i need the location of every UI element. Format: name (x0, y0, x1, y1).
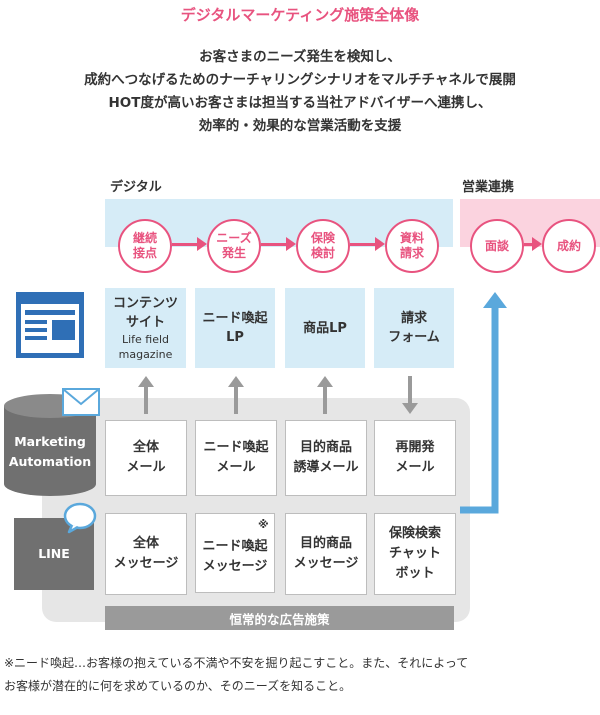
sales-section-label: 営業連携 (462, 180, 515, 195)
step-circle-insurance-consider: 保険 検討 (296, 219, 350, 273)
ma-label: Marketing Automation (8, 434, 92, 469)
arrow-up-icon (138, 376, 154, 387)
step-circle-meeting: 面談 (470, 219, 524, 273)
digital-section-label: デジタル (110, 180, 162, 195)
arrow-head-icon (197, 237, 207, 251)
step-arrow (350, 243, 377, 246)
intro-line: 成約へつなげるためのナーチャリングシナリオをマルチチャネルで展開 (84, 72, 516, 88)
arrow-shaft (234, 386, 238, 414)
footnote-line: ※ニード喚起…お客様の抱えている不満や不安を掘り起こすこと。また、それによって (4, 656, 469, 670)
diagram-title: デジタルマーケティング施策全体像 (180, 6, 420, 24)
lp-box-label: 請求 フォーム (388, 311, 440, 345)
step-arrow (524, 243, 535, 246)
note-mark: ※ (258, 518, 269, 531)
product-mail-box: 目的商品 誘導メール (285, 420, 367, 496)
intro-line: お客さまのニーズ発生を検知し、 (199, 49, 401, 65)
step-arrow (172, 243, 199, 246)
needs-message-box: ニード喚起 メッセージ (195, 513, 275, 593)
sales-handoff-arrow (460, 290, 520, 518)
step-circle-contract: 成約 (542, 219, 596, 273)
content-site-box: コンテンツ サイト Life field magazine (105, 288, 186, 368)
intro-line: 効率的・効果的な営業活動を支援 (198, 118, 402, 134)
marketing-automation-cylinder: Marketing Automation (0, 392, 100, 500)
lp-box-label: ニード喚起 LP (202, 311, 268, 345)
line-channel-box: LINE (14, 518, 94, 590)
lp-box-label: 商品LP (303, 320, 347, 336)
step-circle-document-request: 資料 請求 (385, 219, 439, 273)
arrow-shaft (408, 376, 412, 404)
product-message-box: 目的商品 メッセージ (285, 513, 367, 595)
lp-box-label: コンテンツ サイト (112, 296, 178, 330)
intro-text: お客さまのニーズ発生を検知し、 成約へつなげるためのナーチャリングシナリオをマル… (40, 46, 560, 138)
arrow-up-icon (317, 376, 333, 387)
step-circle-needs-emerge: ニーズ 発生 (207, 219, 261, 273)
redevelop-mail-box: 再開発 メール (374, 420, 456, 496)
footnote: ※ニード喚起…お客様の抱えている不満や不安を掘り起こすこと。また、それによって … (4, 652, 596, 698)
web-page-icon (10, 288, 90, 368)
footnote-line: お客様が潜在的に何を求めているのか、そのニーズを知ること。 (4, 679, 352, 693)
ads-bar: 恒常的な広告施策 (105, 606, 454, 630)
arrow-shaft (323, 386, 327, 414)
mail-icon (62, 388, 100, 416)
product-lp-box: 商品LP (285, 288, 365, 368)
general-mail-box: 全体 メール (105, 420, 187, 496)
arrow-down-icon (402, 403, 418, 414)
arrow-head-icon (532, 237, 542, 251)
arrow-shaft (144, 386, 148, 414)
step-circle-continuous-contact: 継続 接点 (118, 219, 172, 273)
needs-lp-box: ニード喚起 LP (195, 288, 275, 368)
chatbot-box: 保険検索 チャット ボット (374, 513, 456, 595)
request-form-box: 請求 フォーム (374, 288, 454, 368)
arrow-up-icon (228, 376, 244, 387)
lp-box-sublabel: Life field magazine (118, 333, 173, 361)
needs-mail-box: ニード喚起 メール (195, 420, 277, 496)
arrow-head-icon (286, 237, 296, 251)
arrow-head-icon (375, 237, 385, 251)
step-arrow (261, 243, 288, 246)
speech-bubble-icon (62, 502, 98, 534)
general-message-box: 全体 メッセージ (105, 513, 187, 595)
intro-line: HOT度が高いお客さまは担当する当社アドバイザーへ連携し、 (108, 95, 492, 111)
